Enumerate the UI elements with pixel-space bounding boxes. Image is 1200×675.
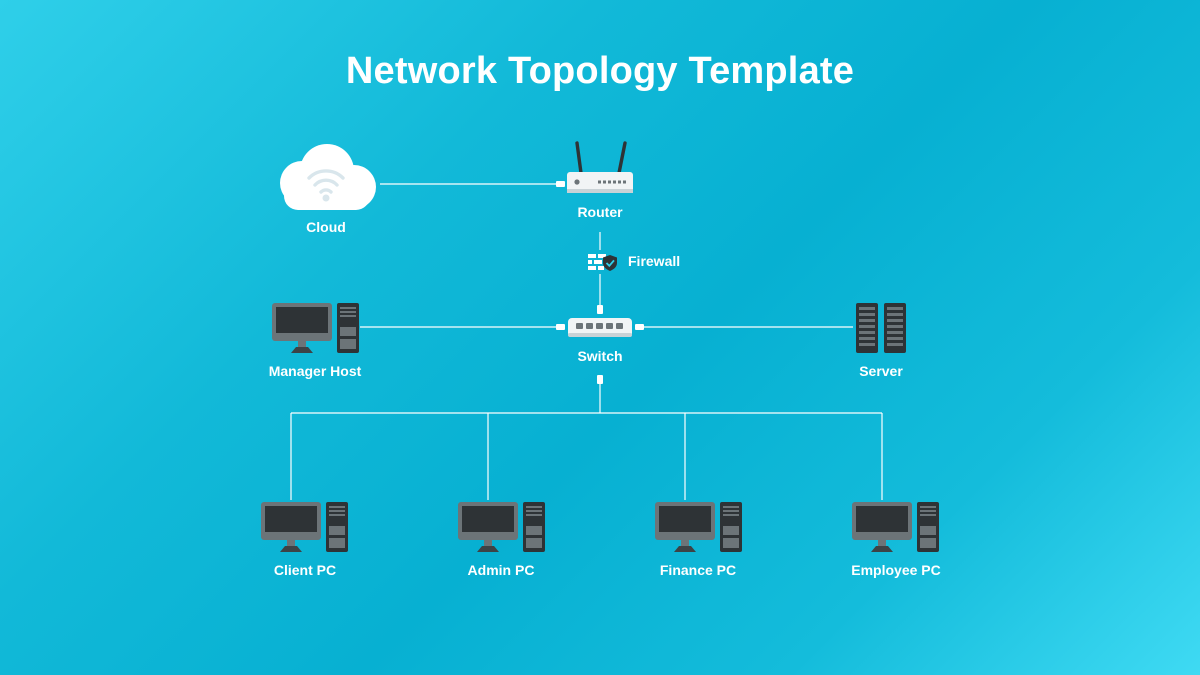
finance-pc-label: Finance PC	[659, 562, 737, 578]
switch-label: Switch	[577, 348, 623, 364]
server-label: Server	[859, 363, 903, 379]
desktop-pc-icon	[458, 502, 545, 552]
desktop-pc-icon	[655, 502, 742, 552]
client-pc-label: Client PC	[273, 562, 337, 578]
server-rack-icon	[856, 303, 906, 353]
port-router-left	[556, 181, 565, 187]
firewall-shield-icon	[588, 254, 617, 271]
port-switch-left	[556, 324, 565, 330]
page-title: Network Topology Template	[345, 50, 855, 92]
firewall-label: Firewall	[628, 253, 681, 269]
port-switch-bottom	[597, 375, 603, 384]
desktop-pc-icon	[272, 303, 359, 353]
cloud-label: Cloud	[306, 219, 346, 235]
employee-pc-label: Employee PC	[851, 562, 941, 578]
desktop-pc-icon	[852, 502, 939, 552]
cloud-wifi-icon	[280, 144, 376, 210]
switch-icon	[568, 318, 632, 337]
admin-pc-label: Admin PC	[467, 562, 535, 578]
desktop-pc-icon	[261, 502, 348, 552]
router-icon	[567, 141, 633, 193]
manager-host-label: Manager Host	[268, 363, 362, 379]
router-label: Router	[577, 204, 623, 220]
port-switch-right	[635, 324, 644, 330]
port-switch-top	[597, 305, 603, 314]
